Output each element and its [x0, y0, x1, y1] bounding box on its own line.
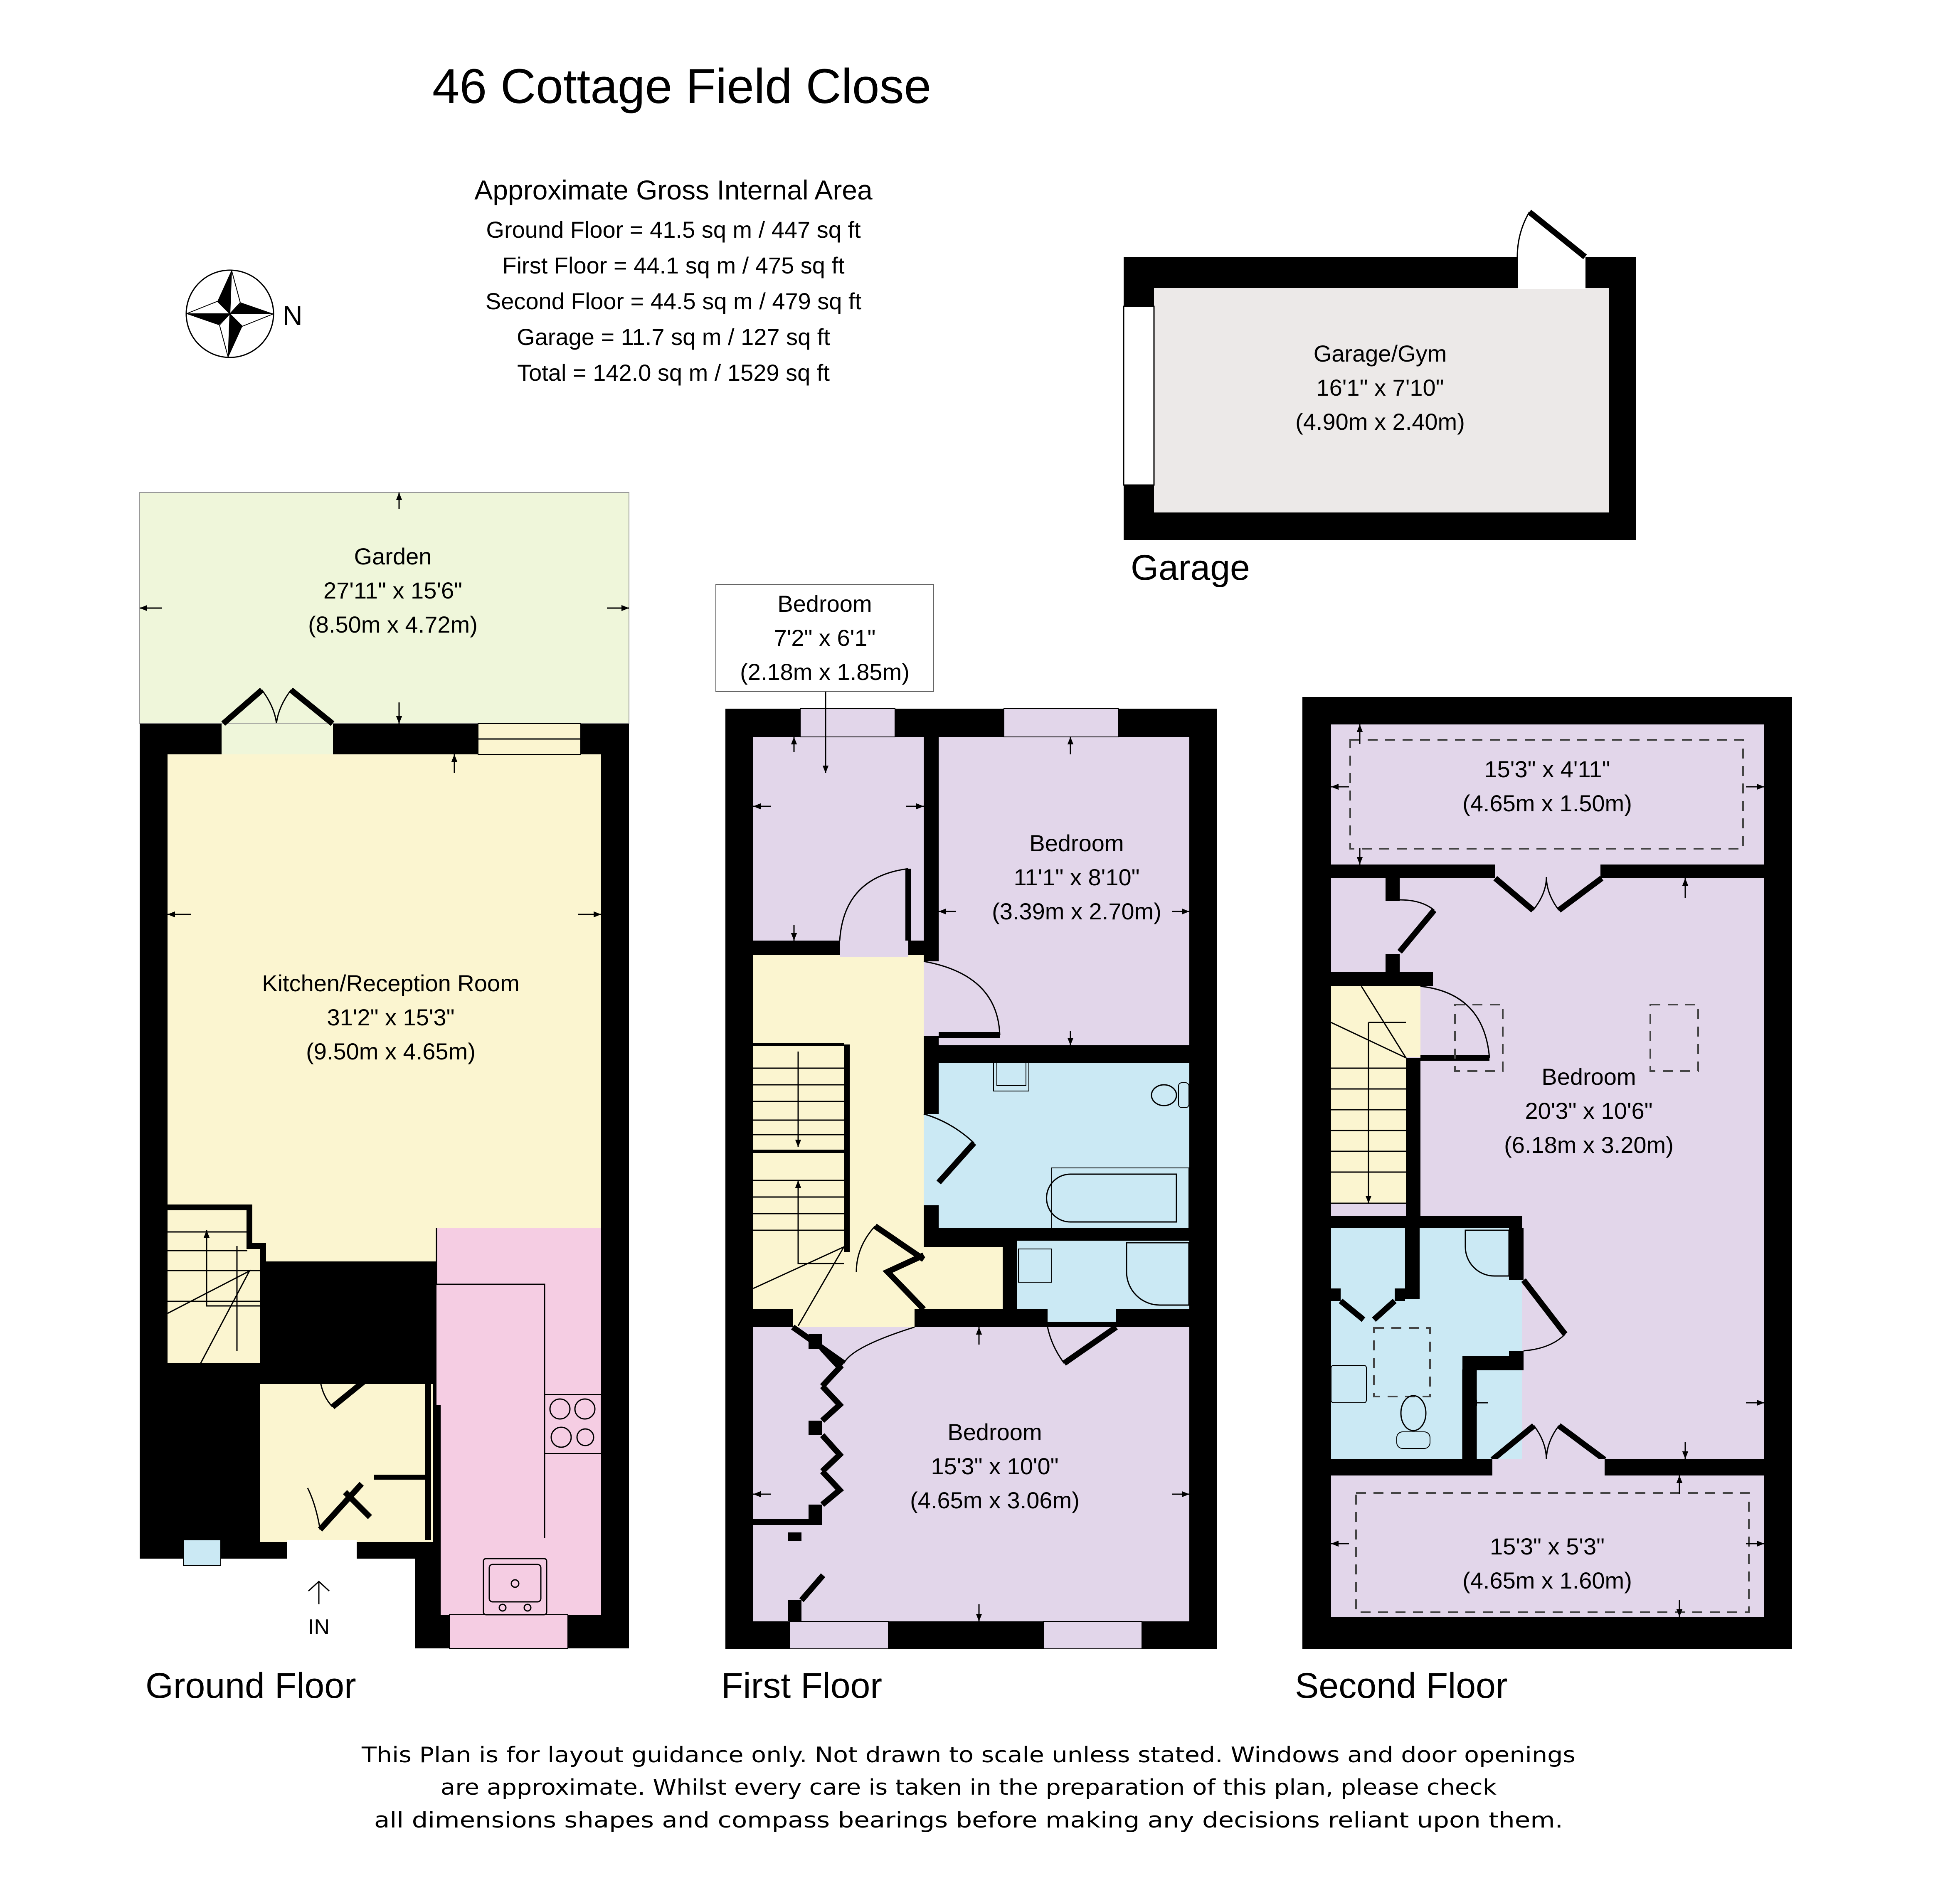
area-line-first: First Floor = 44.1 sq m / 475 sq ft	[502, 252, 845, 278]
room-imperial: 20'3" x 10'6"	[1525, 1098, 1652, 1124]
area-heading: Approximate Gross Internal Area	[474, 175, 873, 205]
shower-tray-icon	[1126, 1242, 1190, 1306]
bedroom-medium	[939, 737, 1189, 1045]
entrance-hall	[260, 1384, 433, 1542]
room-metric: (4.65m x 1.50m)	[1462, 790, 1632, 816]
second-floor-plan: 15'3" x 4'11" (4.65m x 1.50m) Bedroom 20…	[1302, 697, 1792, 1649]
room-metric: (4.65m x 3.06m)	[910, 1487, 1080, 1513]
first-floor-plan: Bedroom 7'2" x 6'1" (2.18m x 1.85m) Bedr…	[715, 584, 1217, 1649]
kitchen-units	[436, 1228, 601, 1615]
shower-room	[1017, 1241, 1189, 1309]
compass-rose-icon	[185, 269, 274, 358]
room-metric: (8.50m x 4.72m)	[308, 611, 478, 638]
room-name: Bedroom	[777, 591, 872, 617]
floor-label-garage: Garage	[1131, 548, 1250, 588]
garage-gym-room	[1154, 288, 1609, 512]
disclaimer-line: all dimensions shapes and compass bearin…	[374, 1808, 1563, 1833]
room-name: Bedroom	[1541, 1064, 1636, 1090]
room-imperial: 16'1" x 7'10"	[1316, 374, 1444, 401]
floor-label-first: First Floor	[721, 1666, 882, 1706]
room-metric: (6.18m x 3.20m)	[1504, 1132, 1674, 1158]
room-metric: (4.65m x 1.60m)	[1462, 1567, 1632, 1594]
landing	[753, 955, 924, 1327]
floor-label-ground: Ground Floor	[145, 1666, 356, 1706]
room-metric: (2.18m x 1.85m)	[740, 659, 910, 685]
kitchen-sink-icon	[483, 1558, 547, 1616]
shower-tray-icon	[1465, 1229, 1510, 1277]
floor-label-second: Second Floor	[1295, 1666, 1508, 1706]
kitchen-reception-room	[168, 754, 601, 1212]
area-line-total: Total = 142.0 sq m / 1529 sq ft	[517, 360, 830, 386]
room-name: Bedroom	[1029, 830, 1124, 856]
page-title: 46 Cottage Field Close	[432, 59, 931, 114]
room-imperial: 11'1" x 8'10"	[1014, 864, 1140, 890]
toilet-icon	[1151, 1082, 1189, 1108]
ground-floor-plan: IN Garden 27'11" x 15'6" (8.50m x 4.72m)…	[139, 492, 629, 1649]
basin-icon	[993, 1057, 1029, 1091]
area-line-second: Second Floor = 44.5 sq m / 479 sq ft	[486, 288, 862, 314]
ensuite-room	[1331, 1228, 1522, 1459]
room-metric: (3.39m x 2.70m)	[992, 898, 1161, 924]
toilet-icon	[1396, 1395, 1430, 1449]
garage-door-opening	[1123, 305, 1155, 486]
disclaimer: This Plan is for layout guidance only. N…	[361, 1743, 1576, 1833]
area-summary: Approximate Gross Internal Area Ground F…	[474, 175, 873, 386]
room-imperial: 7'2" x 6'1"	[774, 625, 876, 651]
entrance-arrow-icon	[308, 1580, 330, 1604]
room-imperial: 15'3" x 10'0"	[931, 1453, 1058, 1479]
garden-area	[139, 492, 629, 724]
compass-north-label: N	[283, 300, 303, 331]
entrance-label: IN	[308, 1615, 330, 1639]
room-metric: (4.90m x 2.40m)	[1295, 409, 1465, 435]
eaves-room-top	[1331, 724, 1764, 865]
basin-icon	[1018, 1249, 1052, 1283]
room-name: Kitchen/Reception Room	[262, 970, 519, 996]
basin-icon	[1331, 1365, 1367, 1403]
room-imperial: 15'3" x 4'11"	[1484, 756, 1610, 782]
bedroom-callout-box	[715, 584, 934, 692]
bathtub-icon	[1046, 1168, 1189, 1229]
room-imperial: 27'11" x 15'6"	[323, 577, 462, 603]
eaves-room-bottom	[1331, 1475, 1764, 1617]
room-name: Bedroom	[947, 1419, 1042, 1445]
hob-icon	[544, 1394, 602, 1454]
entrance-opening	[287, 1540, 357, 1567]
area-line-garage: Garage = 11.7 sq m / 127 sq ft	[517, 324, 830, 350]
room-imperial: 31'2" x 15'3"	[327, 1004, 454, 1030]
garage-side-door-opening	[1518, 257, 1585, 289]
room-metric: (9.50m x 4.65m)	[306, 1038, 476, 1064]
toilet-icon	[185, 1446, 231, 1513]
bedroom-small	[753, 737, 924, 941]
disclaimer-line: This Plan is for layout guidance only. N…	[361, 1743, 1576, 1768]
room-name: Garden	[354, 543, 432, 569]
area-line-ground: Ground Floor = 41.5 sq m / 447 sq ft	[486, 217, 861, 243]
bathroom	[939, 1063, 1189, 1228]
room-imperial: 15'3" x 5'3"	[1490, 1533, 1605, 1559]
garage-plan: Garage/Gym 16'1" x 7'10" (4.90m x 2.40m)	[1123, 209, 1636, 540]
disclaimer-line: are approximate. Whilst every care is ta…	[441, 1775, 1497, 1800]
room-name: Garage/Gym	[1314, 340, 1447, 367]
